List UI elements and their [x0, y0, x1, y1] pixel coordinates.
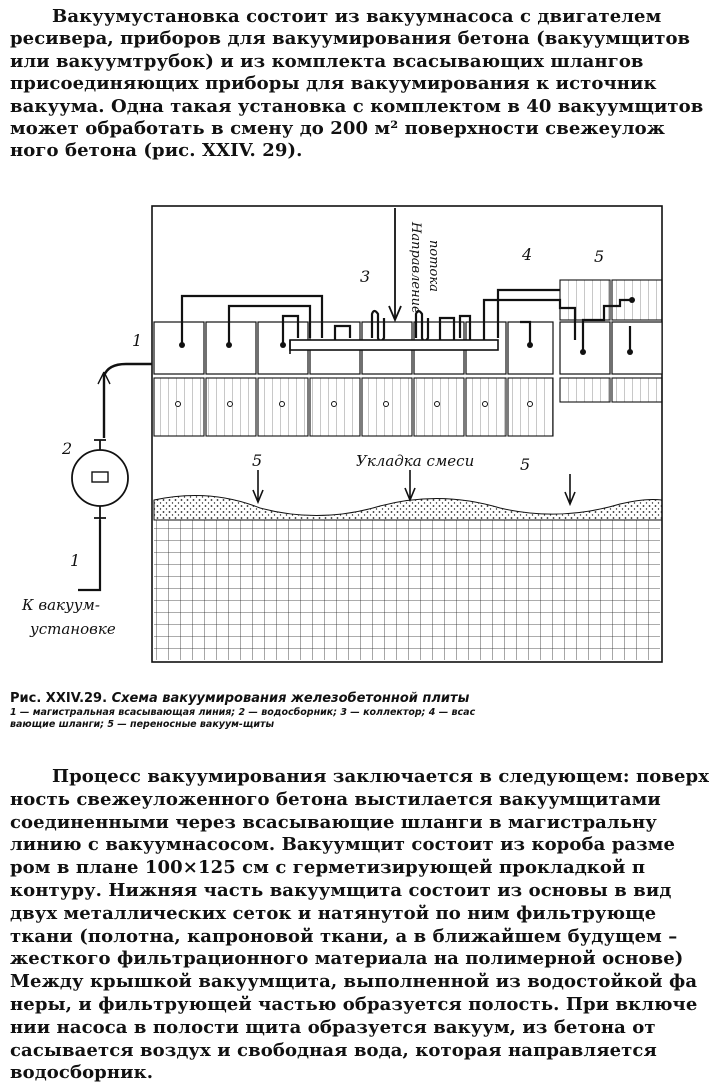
- caption-legend-line: вающие шланги; 5 — переносные вакуум-щит…: [10, 719, 275, 730]
- label-collector: 3: [360, 267, 370, 286]
- text-line: ресивера, приборов для вакуумирования бе…: [10, 28, 691, 50]
- slab-outline: [151, 205, 663, 663]
- label-panels-left: 5: [252, 451, 262, 470]
- text-line: Между крышкой вакуумщита, выполненной из…: [10, 971, 698, 993]
- main-suction-line: [102, 362, 152, 438]
- text-line: нии насоса в полости щита образуется вак…: [10, 1016, 656, 1038]
- label-to-vacuum-unit-2: установке: [29, 620, 116, 638]
- figure-labels: 1 2 1 3 4 5 5 5 Укладка смеси К вакуум- …: [21, 221, 604, 638]
- caption-title-text: Схема вакуумирования железобетонной плит…: [111, 691, 470, 706]
- text-line: ром в плане 100×125 см с герметизирующей…: [10, 857, 646, 879]
- text-line: или вакуумтрубок) и из комплекта всасыва…: [10, 50, 644, 72]
- label-main-line-bottom: 1: [70, 551, 80, 570]
- label-panels-top: 5: [594, 247, 604, 266]
- reinforcement-grid: [154, 520, 660, 660]
- text-line: присоединяющих приборы для вакуумировани…: [10, 73, 657, 95]
- label-to-vacuum-unit-1: К вакуум-: [21, 596, 100, 614]
- text-line: Вакуумустановка состоит из вакуумнасоса …: [52, 6, 662, 27]
- label-panels-right: 5: [520, 455, 530, 474]
- caption-title: Рис. XXIV.29. Схема вакуумирования желез…: [10, 690, 664, 707]
- label-main-line-top: 1: [132, 331, 142, 350]
- text-line: вакуума. Одна такая установка с комплект…: [10, 95, 704, 117]
- text-line: жесткого фильтрационного материала на по…: [10, 948, 684, 970]
- vacuum-scheme-figure: 1 2 1 3 4 5 5 5 Укладка смеси К вакуум- …: [21, 205, 663, 663]
- flow-arrow: [388, 208, 402, 323]
- caption-legend-line: 1 — магистральная всасывающая линия; 2 —…: [10, 707, 476, 718]
- placement-arrows: [252, 470, 576, 507]
- text-line: Процесс вакуумирования заключается в сле…: [52, 766, 709, 787]
- figure-caption: Рис. XXIV.29. Схема вакуумирования желез…: [10, 690, 664, 731]
- text-line: контуру. Нижняя часть вакуумщита состоит…: [10, 879, 672, 901]
- panel-valves-lower: [175, 401, 533, 407]
- fresh-concrete-layer: [153, 495, 663, 521]
- text-line: соединенными через всасывающие шланги в …: [10, 811, 657, 833]
- label-water-collector: 2: [61, 439, 72, 458]
- label-flow-direction-1: Направление: [408, 221, 423, 314]
- text-line: сасывается воздух и свободная вода, кото…: [10, 1039, 657, 1061]
- intro-paragraph: Вакуумустановка состоит из вакуумнасоса …: [10, 6, 704, 163]
- text-line: ного бетона (рис. XXIV. 29).: [10, 140, 303, 162]
- label-flow-direction-2: потока: [426, 240, 441, 292]
- text-line: ность свежеуложенного бетона выстилается…: [10, 788, 661, 810]
- text-line: ткани (полотна, капроновой ткани, а в бл…: [10, 925, 678, 947]
- label-suction-hoses: 4: [521, 245, 532, 264]
- text-line: водосборник.: [10, 1062, 154, 1084]
- collector: [289, 339, 499, 354]
- text-line: двух металлических сеток и натянутой по …: [10, 902, 657, 924]
- panels-lower-row: [153, 377, 663, 437]
- caption-figure-number: Рис. XXIV.29.: [10, 691, 108, 706]
- water-collector: [71, 439, 129, 592]
- process-paragraph: Процесс вакуумирования заключается в сле…: [10, 766, 709, 1085]
- label-mix-placement: Укладка смеси: [356, 452, 474, 470]
- text-line: линию с вакуумнасосом. Вакуумщит состоит…: [10, 834, 676, 856]
- text-line: неры, и фильтрующей частью образуется по…: [10, 993, 698, 1015]
- text-line: может обработать в смену до 200 м² повер…: [10, 118, 666, 140]
